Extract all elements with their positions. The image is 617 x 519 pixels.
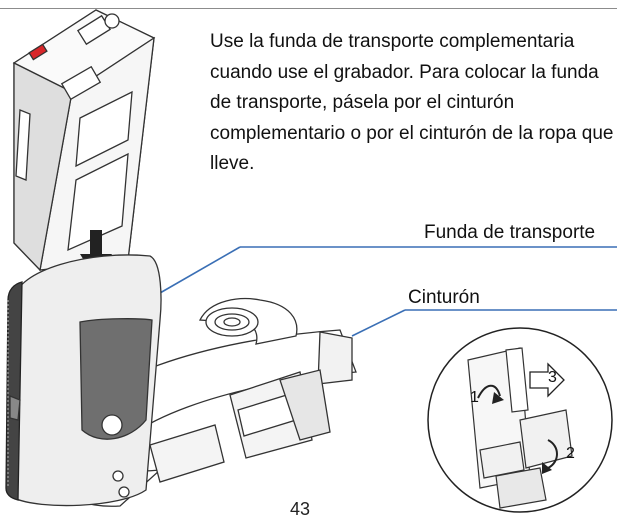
case-clip <box>79 318 153 440</box>
instructions-text: Use la funda de transporte complementari… <box>210 31 614 174</box>
case-label: Funda de transporte <box>424 222 596 243</box>
belt-buckle <box>149 369 331 483</box>
pull-arrow-icon <box>529 362 565 398</box>
inset-step-1: 1 <box>470 389 479 406</box>
inset-detail: 1 2 3 <box>427 327 613 513</box>
red-indicator <box>28 43 48 61</box>
top-rule <box>0 8 617 9</box>
carrying-case <box>5 254 162 507</box>
belt-callout-line <box>351 309 617 337</box>
recorder-device <box>12 9 156 272</box>
inset-step-2: 2 <box>566 445 575 462</box>
case-callout-line <box>159 246 617 294</box>
belt-label: Cinturón <box>408 287 480 308</box>
page-number: 43 <box>290 499 311 519</box>
inset-step-3: 3 <box>548 369 557 386</box>
